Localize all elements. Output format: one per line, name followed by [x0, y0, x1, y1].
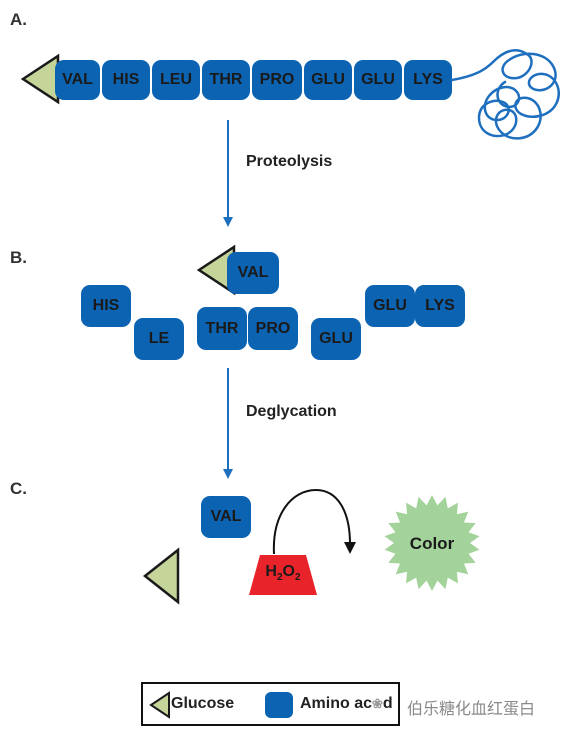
amino-acid-his: HIS: [102, 60, 150, 100]
color-burst: [384, 495, 480, 591]
amino-acid-val: VAL: [55, 60, 100, 100]
panel-label-b: B.: [10, 248, 27, 267]
h2o2-reagent: H2O2: [248, 554, 318, 596]
panel-label-c: C.: [10, 479, 27, 498]
amino-acid-legend-swatch: [265, 692, 293, 718]
glucose-icon: [149, 691, 170, 719]
legend-glucose-label: Glucose: [171, 695, 235, 712]
amino-acid-thr: THR: [197, 307, 247, 350]
glucose-icon: [20, 53, 60, 105]
folded-protein-coil: [450, 49, 560, 140]
amino-acid-val: VAL: [227, 252, 279, 294]
panel-label-a: A.: [10, 10, 27, 29]
color-label: Color: [409, 534, 455, 553]
reaction-curved-arrow: [272, 488, 356, 555]
amino-acid-his: HIS: [81, 285, 131, 327]
amino-acid-lys: LYS: [415, 285, 465, 327]
deglycation-arrow-shaft: [227, 368, 229, 472]
amino-acid-lys: LYS: [404, 60, 452, 100]
deglycation-label: Deglycation: [246, 403, 337, 420]
deglycation-arrowhead: [223, 469, 233, 479]
amino-acid-leu: LEU: [152, 60, 200, 100]
amino-acid-val: VAL: [201, 496, 251, 538]
amino-acid-pro: PRO: [252, 60, 302, 100]
proteolysis-arrow-shaft: [227, 120, 229, 220]
h2o2-formula: H2O2: [265, 563, 301, 584]
proteolysis-label: Proteolysis: [246, 153, 333, 170]
amino-acid-glu: GLU: [365, 285, 415, 327]
amino-acid-glu-2: GLU: [354, 60, 402, 100]
legend-amino-acid-label: Amino ac❀d: [300, 695, 393, 712]
amino-acid-le: LE: [134, 318, 184, 360]
legend: Glucose Amino ac❀d: [141, 682, 400, 726]
watermark-text: 伯乐糖化血红蛋白: [407, 701, 536, 718]
proteolysis-arrowhead: [223, 217, 233, 227]
amino-acid-glu: GLU: [311, 318, 361, 360]
amino-acid-thr: THR: [202, 60, 250, 100]
amino-acid-pro: PRO: [248, 307, 298, 350]
glucose-icon: [142, 547, 180, 605]
watermark-wechat-icon: ❀: [372, 696, 383, 711]
amino-acid-glu-1: GLU: [304, 60, 352, 100]
